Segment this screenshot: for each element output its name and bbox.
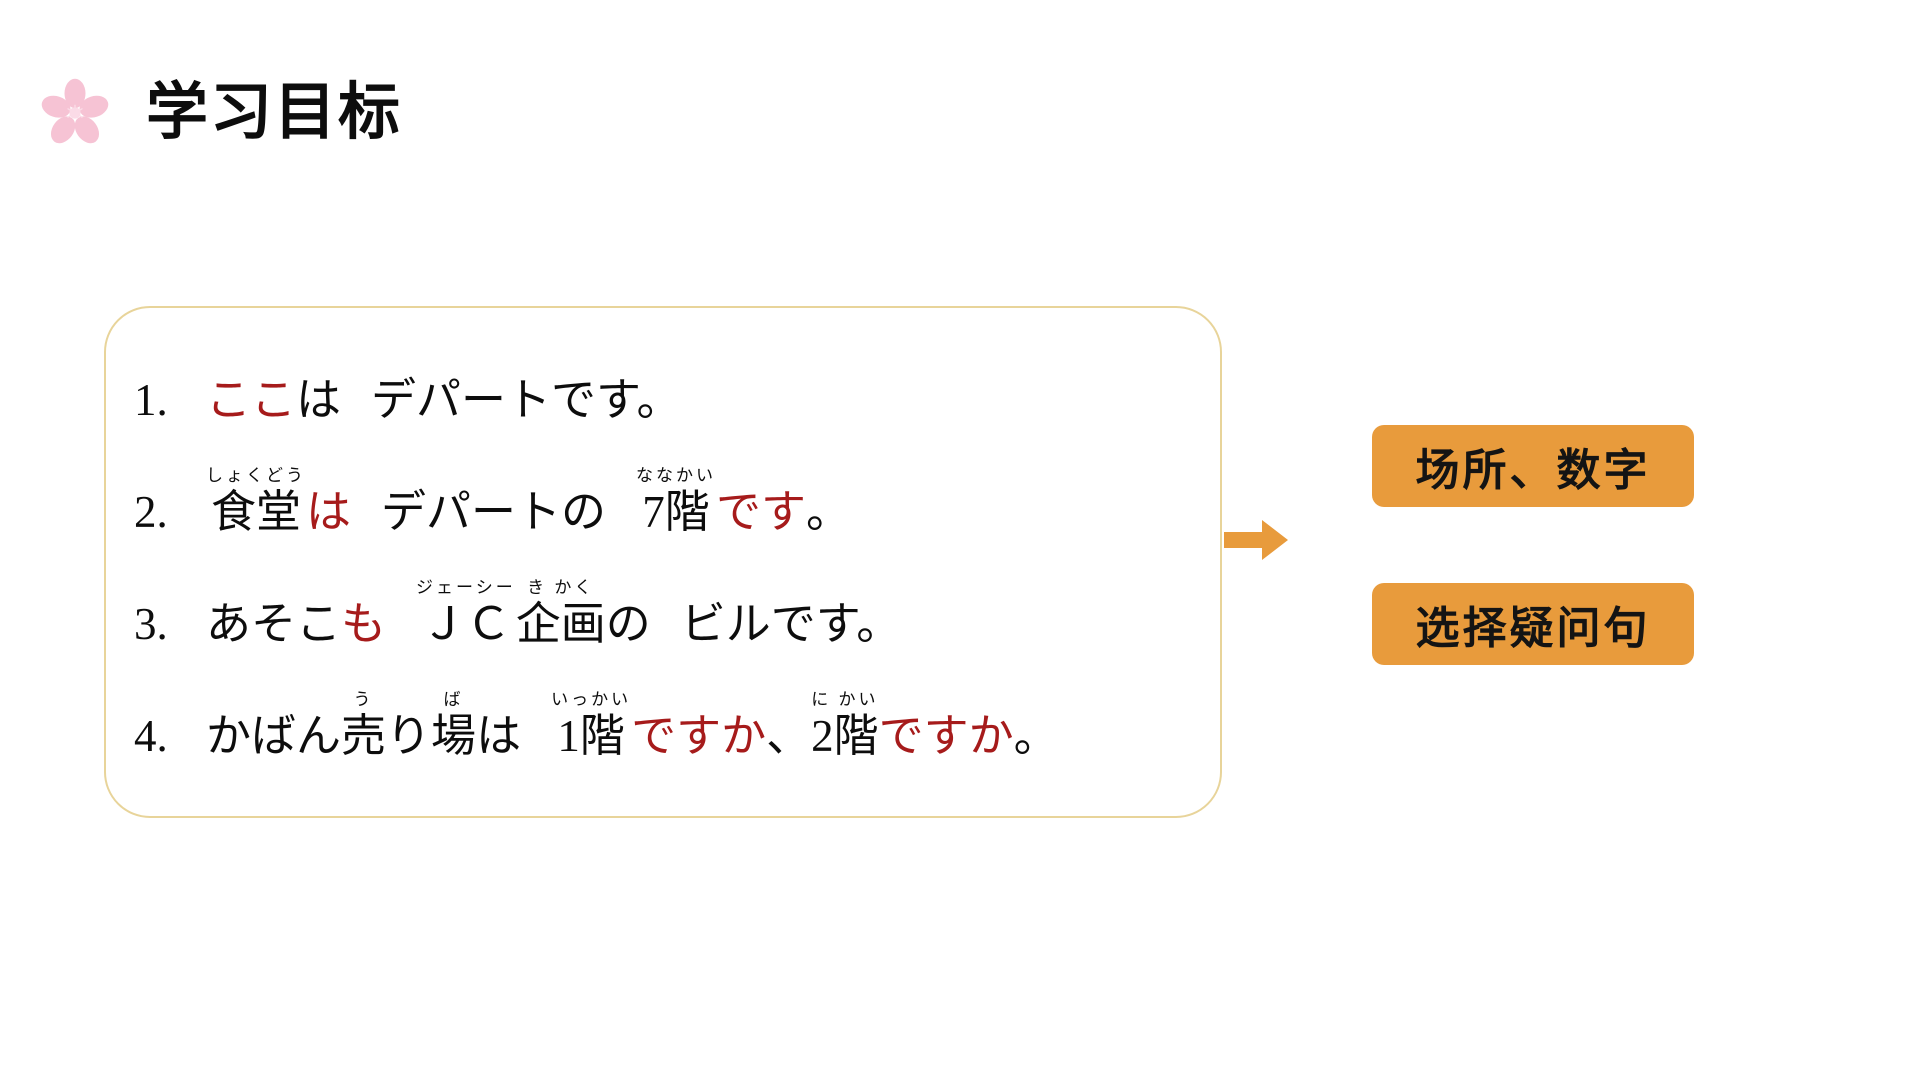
base-text: ＪＣ <box>420 598 511 649</box>
furigana-text: いっかい <box>551 689 632 709</box>
base-text: 食堂 <box>210 486 301 537</box>
sakura-flower-icon <box>41 78 109 144</box>
sentence-text: 、 <box>766 710 812 761</box>
ruby-group: しょくどう食堂 <box>206 465 306 538</box>
sentence-text: 。 <box>806 486 852 537</box>
base-text: 7階 <box>642 486 710 537</box>
furigana-text: ジェーシー <box>416 577 516 597</box>
sentence-text: は <box>476 710 522 761</box>
sentence-text: 。 <box>1013 710 1059 761</box>
sentence-text: あそこ <box>206 598 342 649</box>
furigana-text: ななかい <box>636 465 717 485</box>
sentence-text: ですか <box>878 710 1014 761</box>
base-text: 2階 <box>811 710 879 761</box>
sentence-text: かばん <box>206 710 342 761</box>
tag-box-place-number[interactable]: 场所、数字 <box>1372 425 1694 507</box>
sentence-number: 4. <box>134 710 168 761</box>
furigana-text: しょくどう <box>206 465 306 485</box>
sentence-text: は <box>306 486 352 537</box>
tag-label: 选择疑问句 <box>1415 604 1651 653</box>
sentence-text: ここ <box>206 374 297 425</box>
sentence-number: 2. <box>134 486 168 537</box>
page-title: 学习目标 <box>146 78 403 147</box>
sentence-text: は <box>296 374 342 425</box>
furigana-text: き かく <box>527 577 595 597</box>
base-text: 1階 <box>557 710 625 761</box>
sentence-text: です <box>716 486 807 537</box>
tag-box-alternative-question[interactable]: 选择疑问句 <box>1372 583 1694 665</box>
slide-title-row: 学习目标 <box>40 78 402 148</box>
sentence-number: 3. <box>134 598 168 649</box>
sentence-text: の <box>605 598 651 649</box>
sentence-text: ビルです。 <box>680 598 902 649</box>
sentence-text: も <box>341 598 387 649</box>
base-text: 場 <box>431 710 477 761</box>
sentence-text: ですか <box>631 710 767 761</box>
base-text: 企画 <box>515 598 606 649</box>
sentence-item: 1. ここはデパートです。 <box>134 330 1206 426</box>
ruby-group: ば場 <box>431 689 477 762</box>
ruby-group: う売 <box>341 689 387 762</box>
sentence-number: 1. <box>134 374 168 425</box>
ruby-group: き かく企画 <box>515 577 606 650</box>
sentence-text: デパートの <box>381 486 607 537</box>
furigana-text: ば <box>443 689 464 709</box>
furigana-text: う <box>353 689 374 709</box>
base-text: 売 <box>341 710 387 761</box>
right-arrow-icon <box>1224 520 1288 560</box>
sentence-text: デパートです。 <box>371 374 682 425</box>
sentence-text: り <box>386 710 432 761</box>
tag-label: 场所、数字 <box>1415 446 1651 495</box>
furigana-text: に かい <box>811 689 879 709</box>
